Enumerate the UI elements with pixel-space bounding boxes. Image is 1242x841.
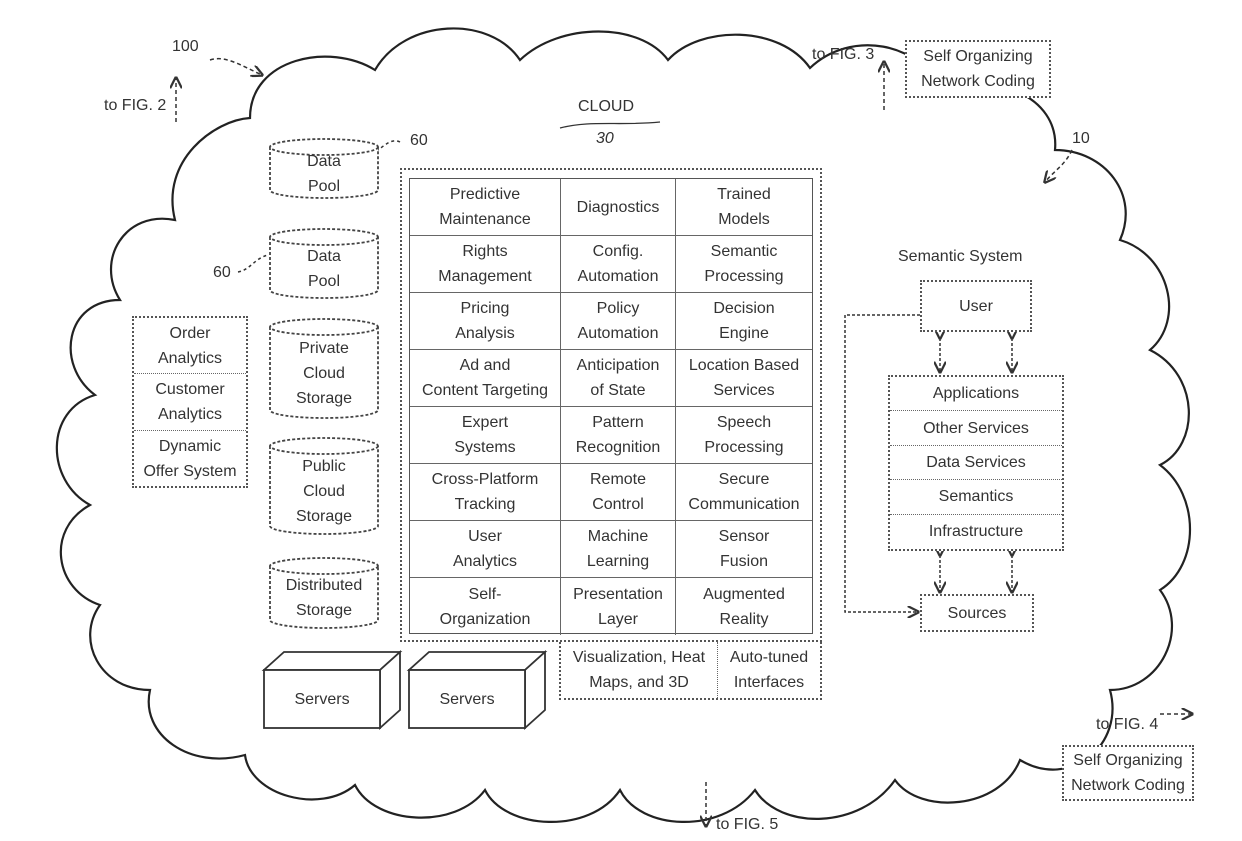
data-pool-ref-b: 60 xyxy=(213,264,231,282)
semantic-layers-inner: ApplicationsOther ServicesData ServicesS… xyxy=(890,377,1062,549)
capability-trained-models: Trained Models xyxy=(676,179,812,236)
user-box: User xyxy=(920,280,1032,332)
servers-2: Servers xyxy=(409,670,525,728)
capability-augmented-reality: Augmented Reality xyxy=(676,578,812,635)
capability-sensor-fusion: Sensor Fusion xyxy=(676,521,812,578)
capability-decision-engine: Decision Engine xyxy=(676,293,812,350)
capability-config-automation: Config. Automation xyxy=(561,236,676,293)
ref-100: 100 xyxy=(172,38,199,56)
ref-10: 10 xyxy=(1072,130,1090,148)
capability-expert-systems: Expert Systems xyxy=(410,407,561,464)
capability-self-organization: Self- Organization xyxy=(410,578,561,635)
capability-predictive-maintenance: Predictive Maintenance xyxy=(410,179,561,236)
capability-location-based-services: Location Based Services xyxy=(676,350,812,407)
layer-semantics: Semantics xyxy=(890,480,1062,514)
visualization-cell: Visualization, Heat Maps, and 3D xyxy=(561,642,718,698)
servers-1: Servers xyxy=(264,670,380,728)
public-cloud-storage: Public Cloud Storage xyxy=(270,452,378,530)
data-pool-1: Data Pool xyxy=(270,150,378,198)
capability-ad-and-content-targeting: Ad and Content Targeting xyxy=(410,350,561,407)
capability-machine-learning: Machine Learning xyxy=(561,521,676,578)
capability-presentation-layer: Presentation Layer xyxy=(561,578,676,635)
dynamic-offer-system: Dynamic Offer System xyxy=(134,431,246,486)
capability-diagnostics: Diagnostics xyxy=(561,179,676,236)
capability-policy-automation: Policy Automation xyxy=(561,293,676,350)
cloud-title: CLOUD xyxy=(578,98,634,116)
capability-pattern-recognition: Pattern Recognition xyxy=(561,407,676,464)
self-organizing-box-bottom: Self Organizing Network Coding xyxy=(1062,745,1194,801)
capability-secure-communication: Secure Communication xyxy=(676,464,812,521)
data-pool-ref-a: 60 xyxy=(410,132,428,150)
auto-tuned-interfaces-cell: Auto-tuned Interfaces xyxy=(718,642,820,698)
capabilities-grid: Predictive MaintenanceDiagnosticsTrained… xyxy=(400,168,822,642)
link-fig2: to FIG. 2 xyxy=(104,97,166,115)
capability-cross-platform-tracking: Cross-Platform Tracking xyxy=(410,464,561,521)
capabilities-grid-inner: Predictive MaintenanceDiagnosticsTrained… xyxy=(409,178,813,634)
capability-anticipation-of-state: Anticipation of State xyxy=(561,350,676,407)
capability-semantic-processing: Semantic Processing xyxy=(676,236,812,293)
layer-infrastructure: Infrastructure xyxy=(890,515,1062,549)
data-pool-2: Data Pool xyxy=(270,244,378,294)
layer-data-services: Data Services xyxy=(890,446,1062,480)
layer-other-services: Other Services xyxy=(890,411,1062,445)
capability-user-analytics: User Analytics xyxy=(410,521,561,578)
link-fig3: to FIG. 3 xyxy=(812,46,874,64)
analytics-stack: Order Analytics Customer Analytics Dynam… xyxy=(132,316,248,488)
link-fig5: to FIG. 5 xyxy=(716,816,778,834)
self-organizing-box-top: Self Organizing Network Coding xyxy=(905,40,1051,98)
cloud-number: 30 xyxy=(596,130,614,148)
sources-box: Sources xyxy=(920,594,1034,632)
capability-remote-control: Remote Control xyxy=(561,464,676,521)
customer-analytics: Customer Analytics xyxy=(134,374,246,431)
capability-pricing-analysis: Pricing Analysis xyxy=(410,293,561,350)
semantic-system-title: Semantic System xyxy=(898,248,1022,266)
layer-applications: Applications xyxy=(890,377,1062,411)
distributed-storage: Distributed Storage xyxy=(270,572,378,624)
order-analytics: Order Analytics xyxy=(134,318,246,374)
capability-rights-management: Rights Management xyxy=(410,236,561,293)
semantic-layers-stack: ApplicationsOther ServicesData ServicesS… xyxy=(888,375,1064,551)
extra-cells-row: Visualization, Heat Maps, and 3D Auto-tu… xyxy=(559,642,822,700)
link-fig4: to FIG. 4 xyxy=(1096,716,1158,734)
capability-speech-processing: Speech Processing xyxy=(676,407,812,464)
private-cloud-storage: Private Cloud Storage xyxy=(270,334,378,412)
